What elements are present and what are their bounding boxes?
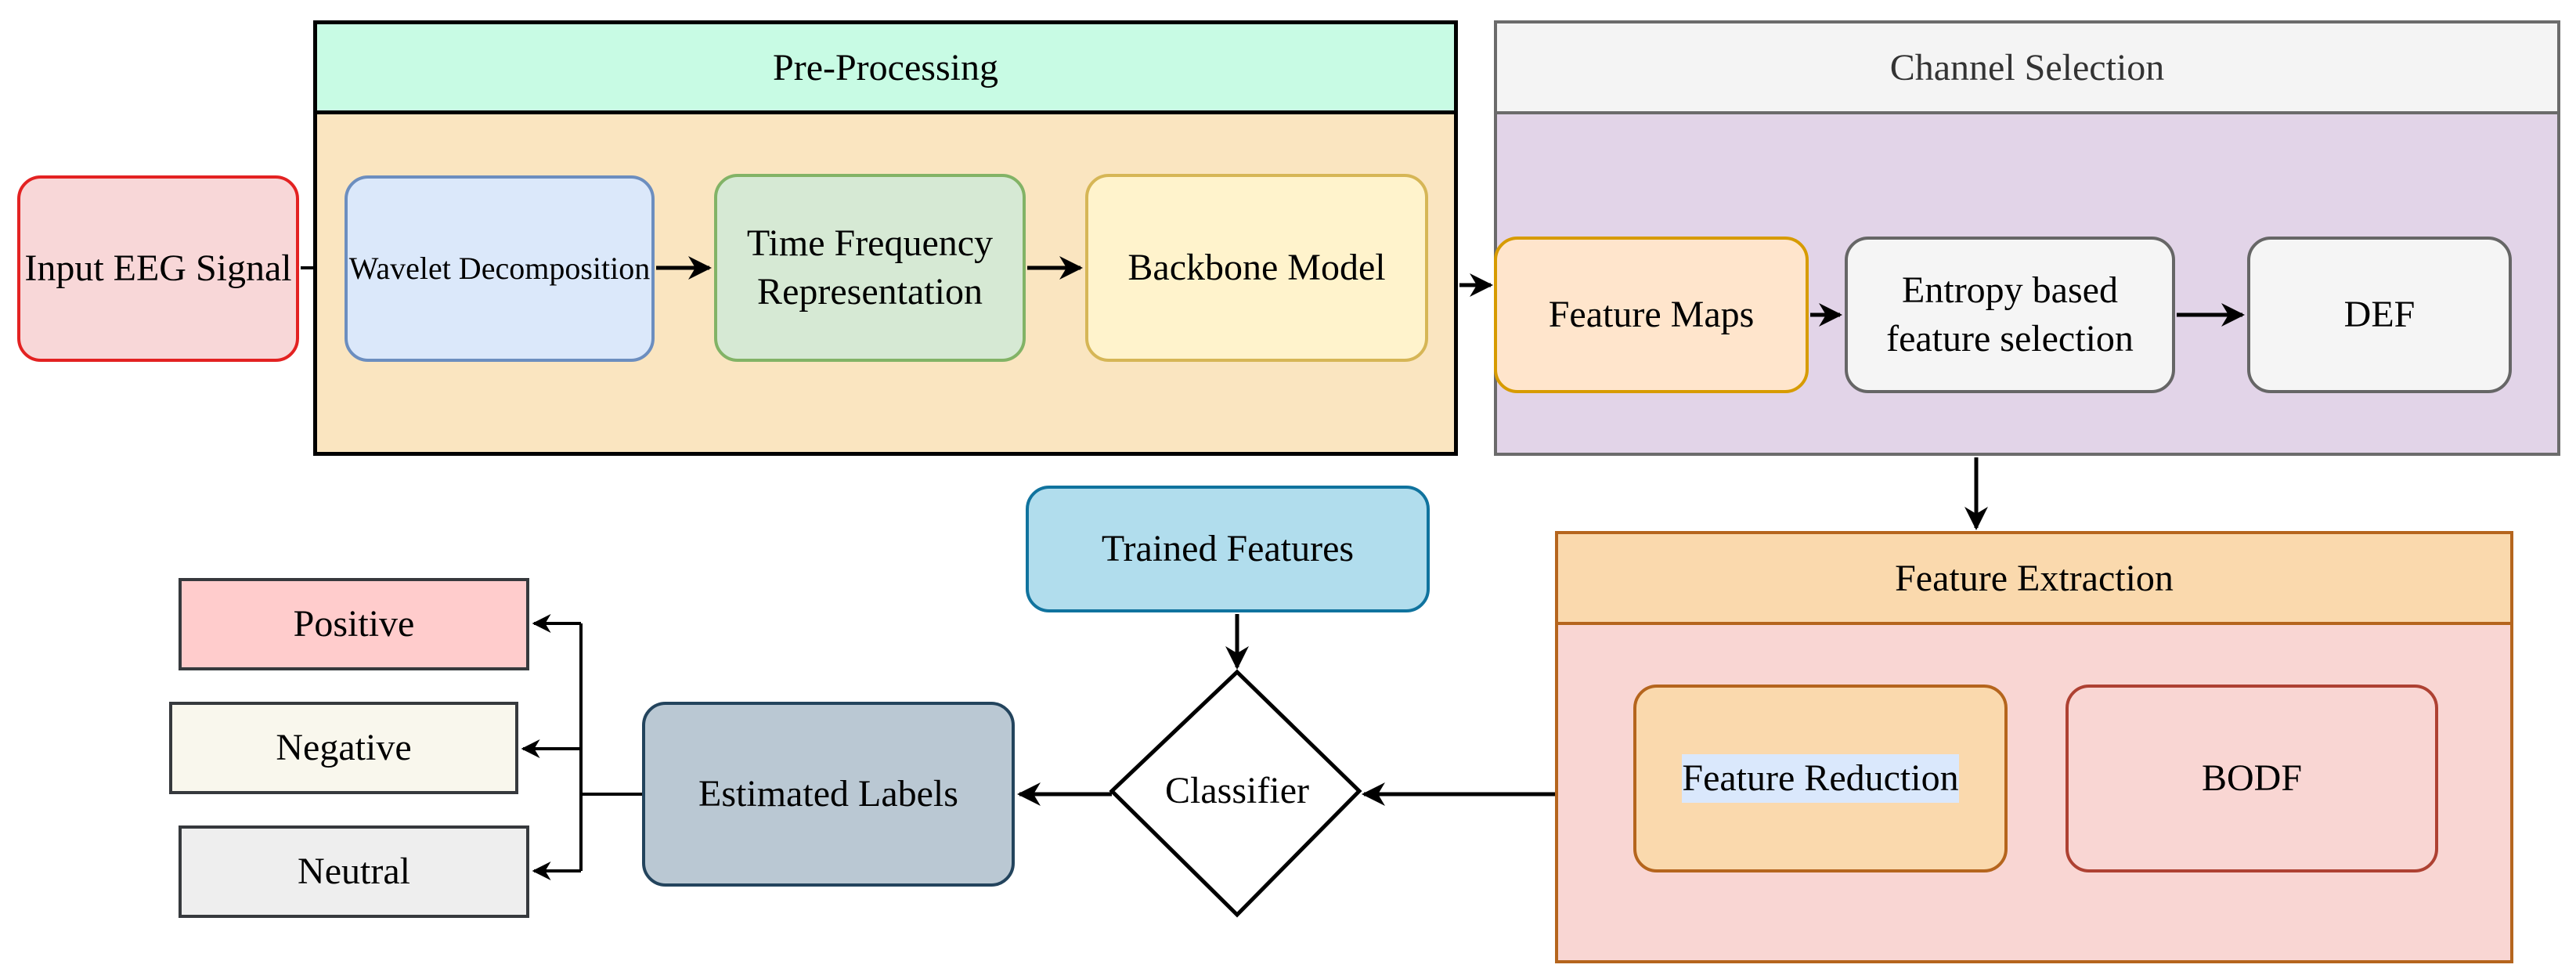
bodf-node: BODF (2065, 685, 2438, 872)
def-node: DEF (2247, 237, 2512, 393)
input-eeg-signal-node: Input EEG Signal (17, 175, 299, 362)
entropy-feature-selection-node: Entropy based feature selection (1845, 237, 2175, 393)
feature-reduction-label: Feature Reduction (1682, 753, 1959, 804)
negative-output-node: Negative (169, 702, 518, 794)
time-frequency-representation-node: Time Frequency Representation (714, 174, 1026, 362)
estimated-labels-node: Estimated Labels (642, 702, 1015, 887)
feature-extraction-header: Feature Extraction (1555, 531, 2513, 625)
feature-reduction-node: Feature Reduction (1633, 685, 2008, 872)
feature-maps-node: Feature Maps (1494, 237, 1809, 393)
channel-selection-header: Channel Selection (1494, 20, 2560, 114)
positive-output-node: Positive (179, 578, 529, 670)
trained-features-node: Trained Features (1026, 486, 1430, 612)
neutral-output-node: Neutral (179, 825, 529, 918)
backbone-model-node: Backbone Model (1085, 174, 1428, 362)
classifier-label: Classifier (1165, 769, 1309, 811)
wavelet-decomposition-node: Wavelet Decomposition (345, 175, 655, 362)
pre-processing-header: Pre-Processing (313, 20, 1458, 114)
